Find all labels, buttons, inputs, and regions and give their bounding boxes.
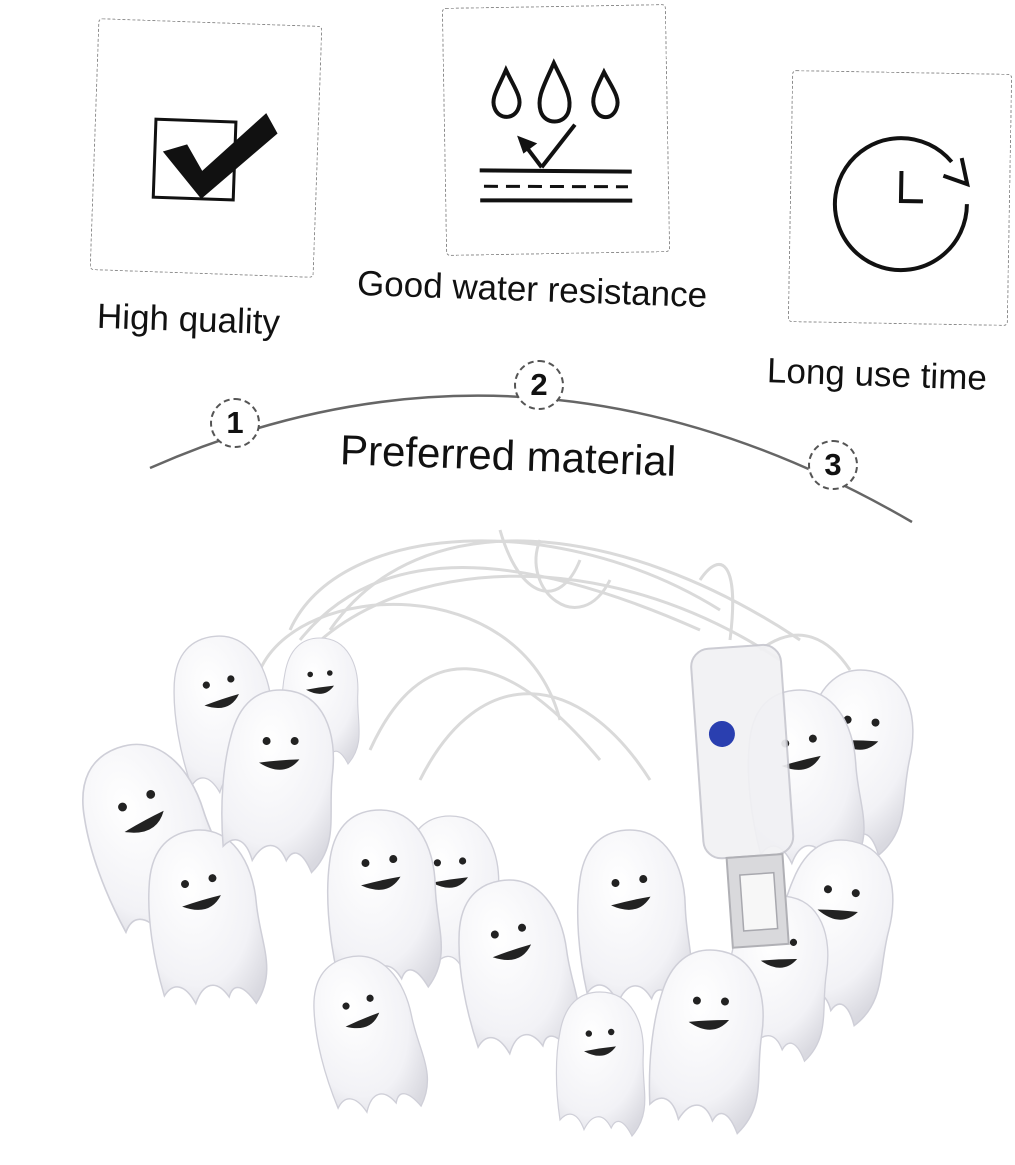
step-badge-3: 3 <box>808 440 858 490</box>
step-badge-2: 2 <box>514 360 564 410</box>
water-resistance-icon <box>479 58 633 203</box>
clock-refresh-icon <box>832 136 970 273</box>
ghost-string-lights-photo <box>60 529 927 1137</box>
usb-switch-box <box>690 643 795 949</box>
feature-label-long-use-time: Long use time <box>766 351 988 398</box>
feature-label-high-quality: High quality <box>96 296 281 343</box>
feature-card-water-resistance <box>441 4 671 256</box>
checkbox-check-icon <box>151 113 278 202</box>
step-badge-1: 1 <box>210 398 260 448</box>
feature-card-long-use-time <box>787 70 1013 326</box>
feature-card-high-quality <box>89 18 323 278</box>
